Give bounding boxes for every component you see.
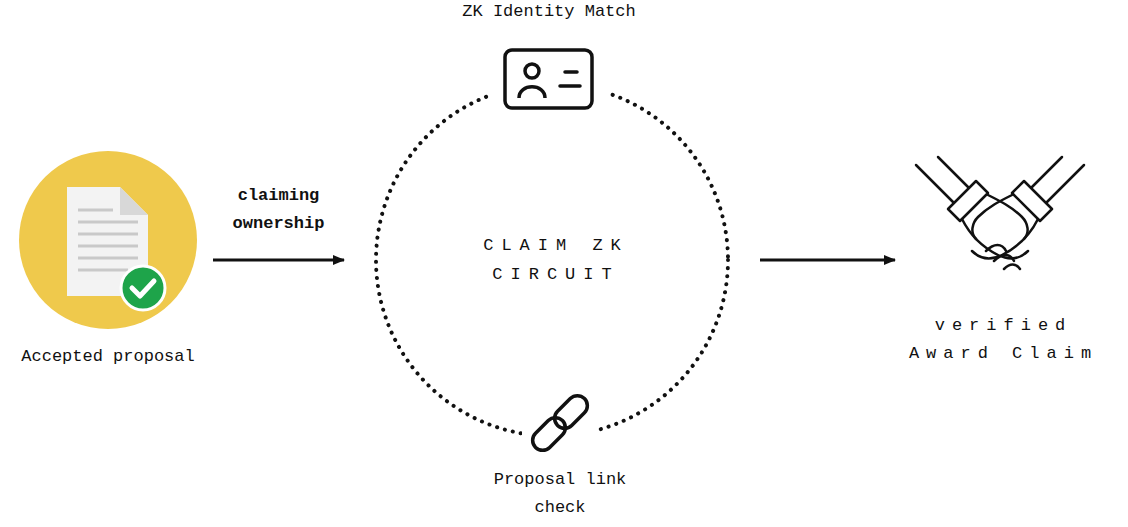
dotted-ring	[376, 84, 728, 436]
accepted-proposal-node: Accepted proposal	[18, 150, 198, 330]
text-line	[78, 233, 138, 236]
check-mark	[132, 281, 154, 296]
text-line	[78, 209, 113, 212]
flow-arrow	[760, 259, 895, 262]
node-shape	[18, 150, 198, 330]
chain-link	[550, 391, 591, 432]
cuff	[1012, 181, 1052, 221]
node-label: CLAIM ZK CIRCUIT	[447, 231, 657, 289]
node-shape	[522, 392, 598, 458]
link-graphic	[522, 391, 598, 458]
cuff	[948, 181, 988, 221]
claim-circuit-node: CLAIM ZK CIRCUIT	[374, 82, 730, 438]
identity-match-node: ZK Identity Match	[490, 42, 608, 118]
award-claim-node: verified Award Claim	[910, 155, 1090, 305]
id-head	[525, 64, 539, 78]
text-line	[78, 269, 128, 272]
node-label: Accepted proposal	[3, 343, 213, 371]
proposal-link-node: Proposal link check	[522, 392, 598, 458]
node-shape	[490, 42, 608, 118]
id-shoulders	[519, 87, 545, 98]
yellow-disc	[19, 151, 197, 329]
node-shape	[910, 155, 1090, 305]
edge-label: claiming ownership	[216, 182, 342, 238]
ring-graphic	[376, 84, 728, 436]
doc-graphic	[19, 151, 197, 329]
node-label: verified Award Claim	[900, 312, 1100, 368]
id-lines	[560, 72, 580, 86]
ring-gap-patch	[522, 392, 598, 458]
idcard-graphic	[490, 42, 608, 118]
check-badge	[121, 266, 165, 310]
fingers	[986, 245, 1020, 269]
text-line	[78, 221, 138, 224]
node-label: Proposal link check	[480, 466, 640, 522]
text-line	[78, 257, 138, 260]
text-line	[78, 245, 138, 248]
flow-arrow	[213, 259, 344, 262]
id-card-frame	[505, 50, 592, 108]
hands-graphic	[916, 157, 1084, 269]
page-fold	[120, 187, 148, 215]
ring-gap-patch	[490, 42, 608, 118]
node-label: ZK Identity Match	[429, 0, 669, 26]
chain-link	[528, 413, 569, 454]
node-shape	[374, 82, 730, 438]
